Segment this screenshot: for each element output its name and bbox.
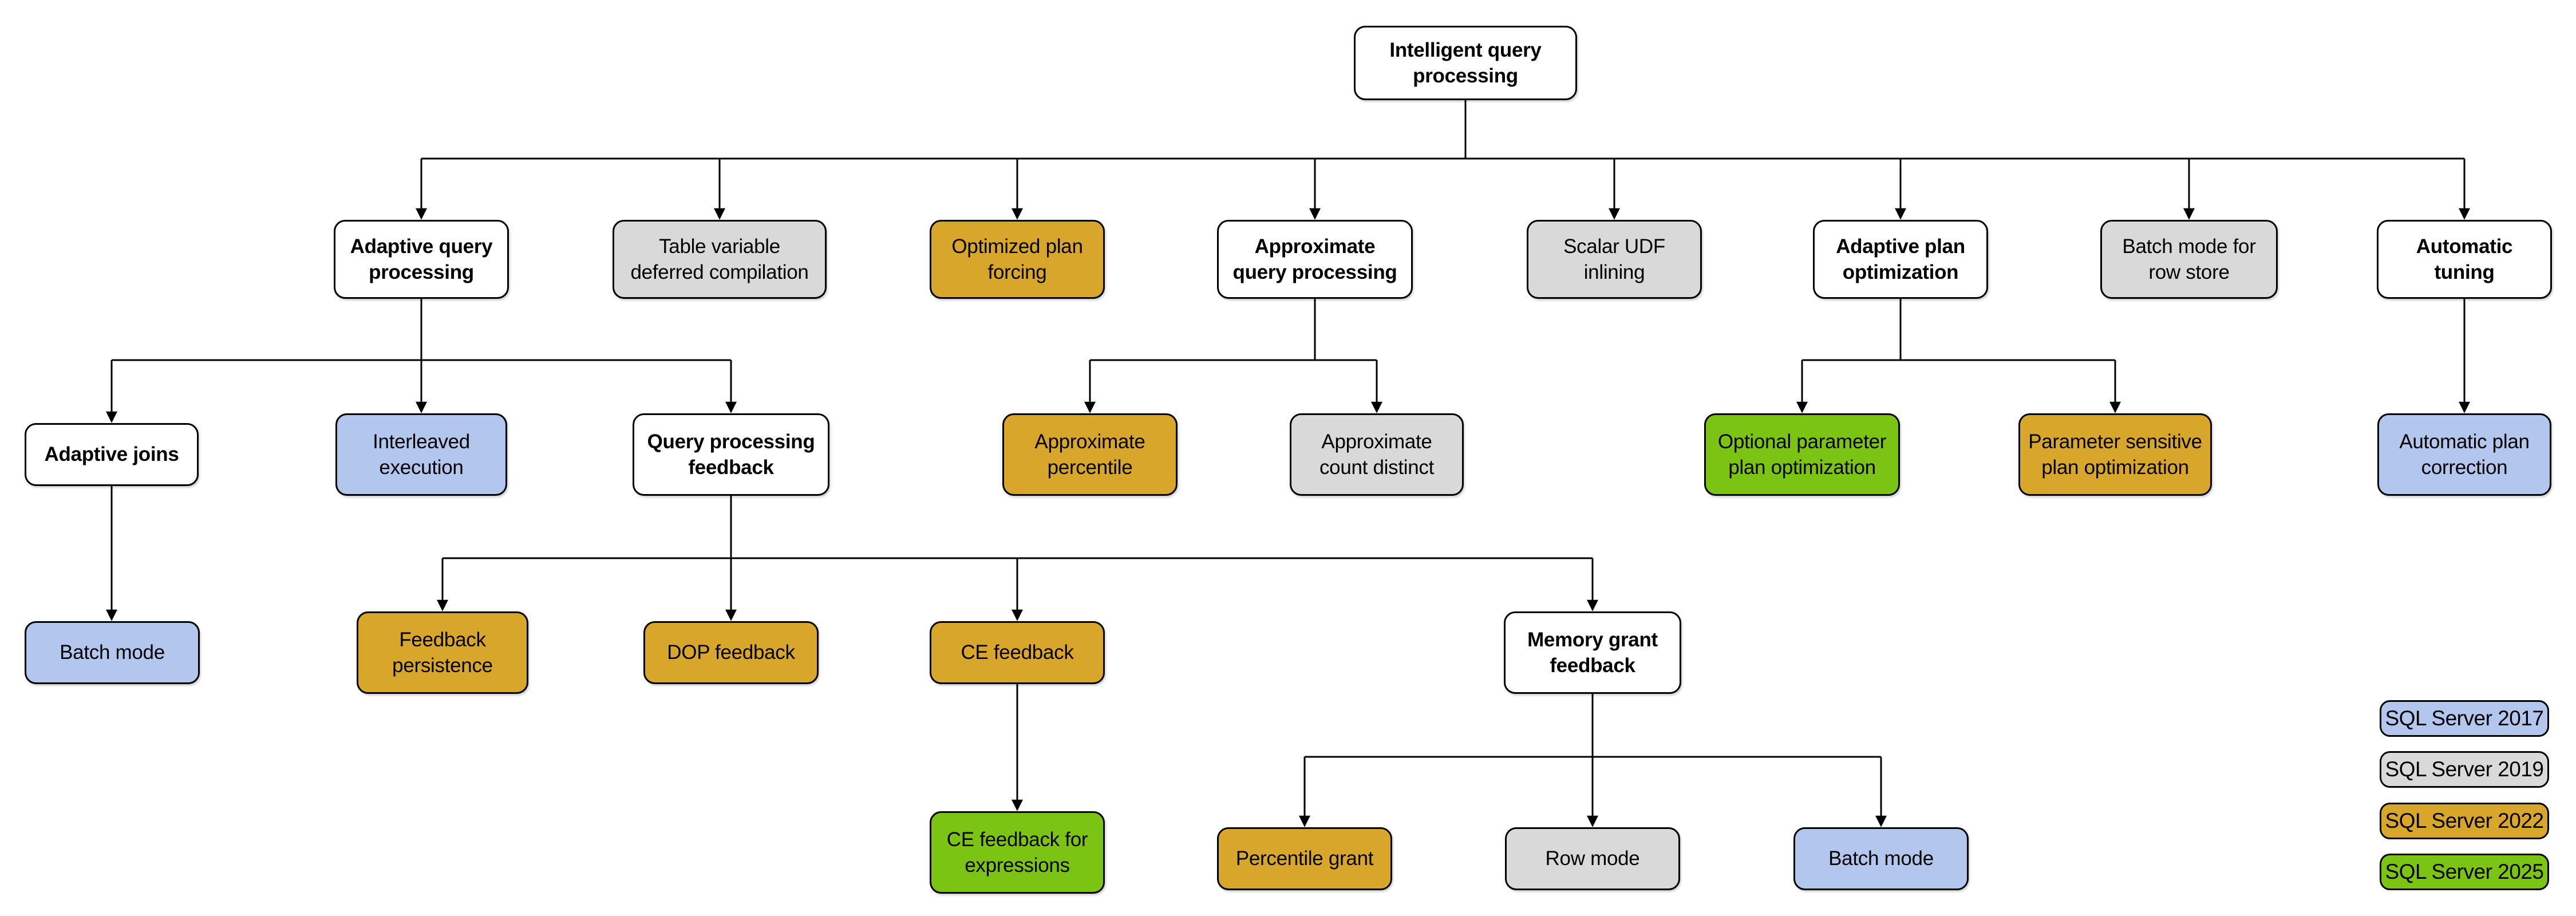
node-label: Approximate [1034, 430, 1145, 453]
legend-item-sql-server-2022: SQL Server 2022 [2380, 803, 2549, 839]
node-label: persistence [392, 654, 493, 677]
node-label: Automatic [2416, 235, 2513, 258]
node-label: processing [369, 261, 474, 283]
node-label: count distinct [1319, 456, 1435, 479]
node-label: Interleaved [373, 430, 470, 453]
node-row-mode: Row mode [1505, 827, 1680, 890]
legend-label: SQL Server 2017 [2385, 706, 2544, 730]
legend-label: SQL Server 2019 [2385, 757, 2544, 781]
node-label: expressions [965, 854, 1070, 876]
node-label: Adaptive joins [44, 443, 179, 466]
node-batch-mode-adaptive-joins: Batch mode [25, 621, 200, 684]
node-batch-mode-for-row-store: Batch mode for row store [2100, 220, 2278, 299]
legend-item-sql-server-2025: SQL Server 2025 [2380, 854, 2549, 890]
node-adaptive-joins: Adaptive joins [25, 423, 199, 486]
node-parameter-sensitive-plan-optimization: Parameter sensitive plan optimization [2018, 413, 2212, 496]
node-percentile-grant: Percentile grant [1217, 827, 1392, 890]
node-label: feedback [688, 456, 774, 479]
node-label: Feedback [399, 628, 486, 651]
node-label: tuning [2434, 261, 2495, 283]
node-label: Optimized plan [951, 235, 1083, 258]
node-label: percentile [1047, 456, 1133, 479]
node-label: row store [2148, 261, 2230, 283]
node-label: Memory grant [1527, 628, 1658, 651]
node-approximate-count-distinct: Approximate count distinct [1290, 413, 1464, 496]
node-interleaved-execution: Interleaved execution [335, 413, 507, 496]
node-label: Percentile grant [1235, 847, 1374, 870]
node-label: Optional parameter [1717, 430, 1887, 453]
node-label: correction [2421, 456, 2508, 479]
node-label: Scalar UDF [1563, 235, 1665, 258]
node-label: Batch mode for [2122, 235, 2256, 258]
legend-item-sql-server-2019: SQL Server 2019 [2380, 751, 2549, 788]
node-label: DOP feedback [667, 641, 795, 664]
node-automatic-plan-correction: Automatic plan correction [2377, 413, 2551, 496]
legend-item-sql-server-2017: SQL Server 2017 [2380, 700, 2549, 737]
node-label: plan optimization [1728, 456, 1876, 479]
node-label: deferred compilation [630, 261, 809, 283]
node-label: Automatic plan [2399, 430, 2530, 453]
node-label: Parameter sensitive [2028, 430, 2202, 453]
node-ce-feedback-for-expressions: CE feedback for expressions [930, 811, 1105, 894]
node-optional-parameter-plan-optimization: Optional parameter plan optimization [1704, 413, 1900, 496]
node-table-variable-deferred-compilation: Table variable deferred compilation [613, 220, 827, 299]
node-label: Adaptive plan [1836, 235, 1965, 258]
node-label: Approximate [1321, 430, 1432, 453]
node-query-processing-feedback: Query processing feedback [633, 413, 829, 496]
node-label: inlining [1583, 261, 1645, 283]
node-memory-grant-feedback: Memory grant feedback [1504, 611, 1681, 694]
node-label: Query processing [647, 430, 815, 453]
node-feedback-persistence: Feedback persistence [357, 611, 528, 694]
node-optimized-plan-forcing: Optimized plan forcing [930, 220, 1105, 299]
legend-label: SQL Server 2022 [2385, 809, 2544, 832]
node-adaptive-query-processing: Adaptive query processing [334, 220, 509, 299]
node-label: plan optimization [2041, 456, 2189, 479]
node-label: CE feedback for [946, 828, 1088, 851]
node-label: Row mode [1545, 847, 1640, 870]
node-label: Approximate [1254, 235, 1376, 258]
node-automatic-tuning: Automatic tuning [2377, 220, 2552, 299]
node-ce-feedback: CE feedback [930, 621, 1105, 684]
node-approximate-percentile: Approximate percentile [1002, 413, 1178, 496]
node-label: execution [379, 456, 464, 479]
legend-label: SQL Server 2025 [2385, 860, 2544, 883]
node-scalar-udf-inlining: Scalar UDF inlining [1527, 220, 1702, 299]
node-label: query processing [1232, 261, 1397, 283]
node-intelligent-query-processing: Intelligent query processing [1354, 26, 1577, 100]
node-label: Adaptive query [350, 235, 493, 258]
node-label: optimization [1842, 261, 1959, 283]
node-label: processing [1413, 65, 1518, 87]
node-batch-mode-memory-grant: Batch mode [1793, 827, 1969, 890]
node-label: Intelligent query [1389, 38, 1542, 61]
node-dop-feedback: DOP feedback [643, 621, 819, 684]
node-adaptive-plan-optimization: Adaptive plan optimization [1813, 220, 1988, 299]
node-label: Batch mode [60, 641, 165, 664]
node-label: feedback [1550, 654, 1635, 677]
node-label: forcing [987, 261, 1047, 283]
node-label: Table variable [659, 235, 780, 258]
node-label: Batch mode [1828, 847, 1934, 870]
node-label: CE feedback [961, 641, 1074, 664]
node-approximate-query-processing: Approximate query processing [1217, 220, 1413, 299]
